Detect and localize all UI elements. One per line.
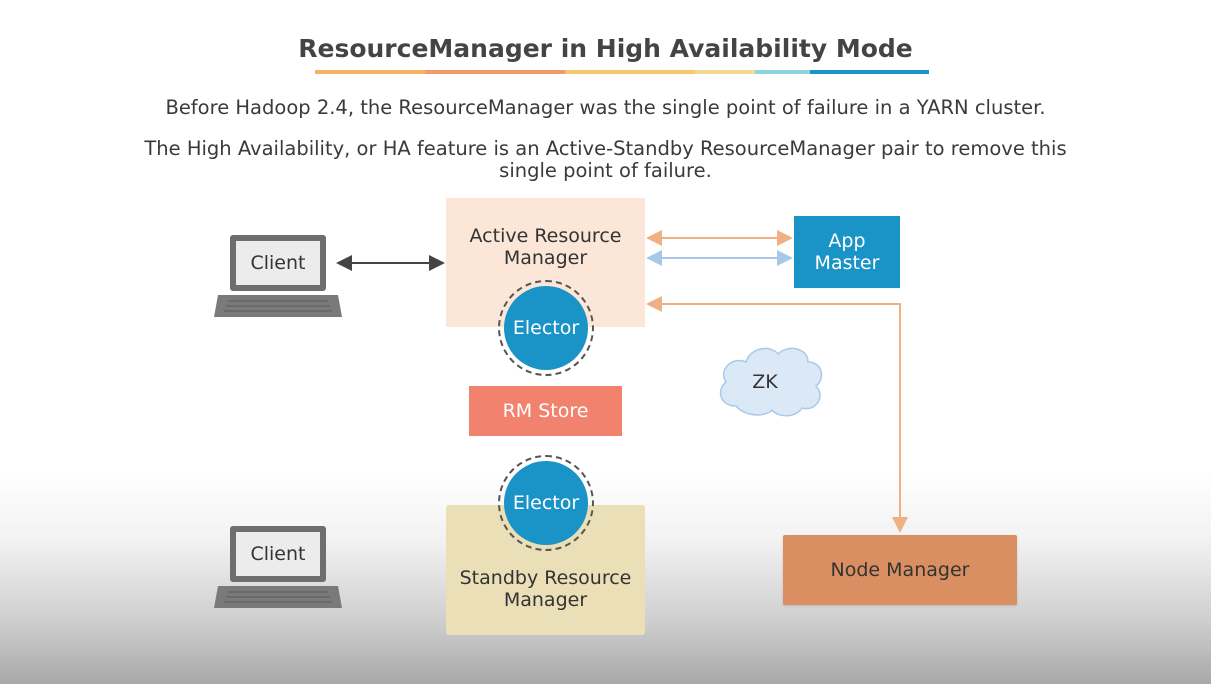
client-top-label: Client <box>250 252 306 274</box>
standby-rm-label-2: Manager <box>503 589 588 611</box>
laptop-icon <box>214 526 342 608</box>
active-rm-label-2: Manager <box>503 247 588 269</box>
rm-store: RM Store <box>469 386 622 436</box>
elector-bottom: Elector <box>504 461 588 545</box>
elector-top: Elector <box>504 286 588 370</box>
intro-line-2b: single point of failure. <box>499 159 712 182</box>
app-master: App Master <box>794 216 900 288</box>
intro-line-2a: The High Availability, or HA feature is … <box>144 137 1067 160</box>
cloud-icon <box>719 347 823 417</box>
app-master-label-2: Master <box>814 252 880 274</box>
app-master-label-1: App <box>828 230 866 252</box>
active-rm-label-1: Active Resource <box>469 225 622 247</box>
active-nodemanager-arrow <box>646 296 908 533</box>
laptop-icon <box>214 235 342 317</box>
title-underline <box>315 70 929 74</box>
node-manager: Node Manager <box>783 535 1017 605</box>
elector-bottom-ring <box>498 455 594 551</box>
standby-rm-label-1: Standby Resource <box>459 567 632 589</box>
client-bottom-label: Client <box>250 543 306 565</box>
page-title: ResourceManager in High Availability Mod… <box>298 34 913 63</box>
intro-line-1: Before Hadoop 2.4, the ResourceManager w… <box>165 96 1046 119</box>
elector-top-ring <box>498 280 594 376</box>
zk-label: ZK <box>752 371 778 393</box>
